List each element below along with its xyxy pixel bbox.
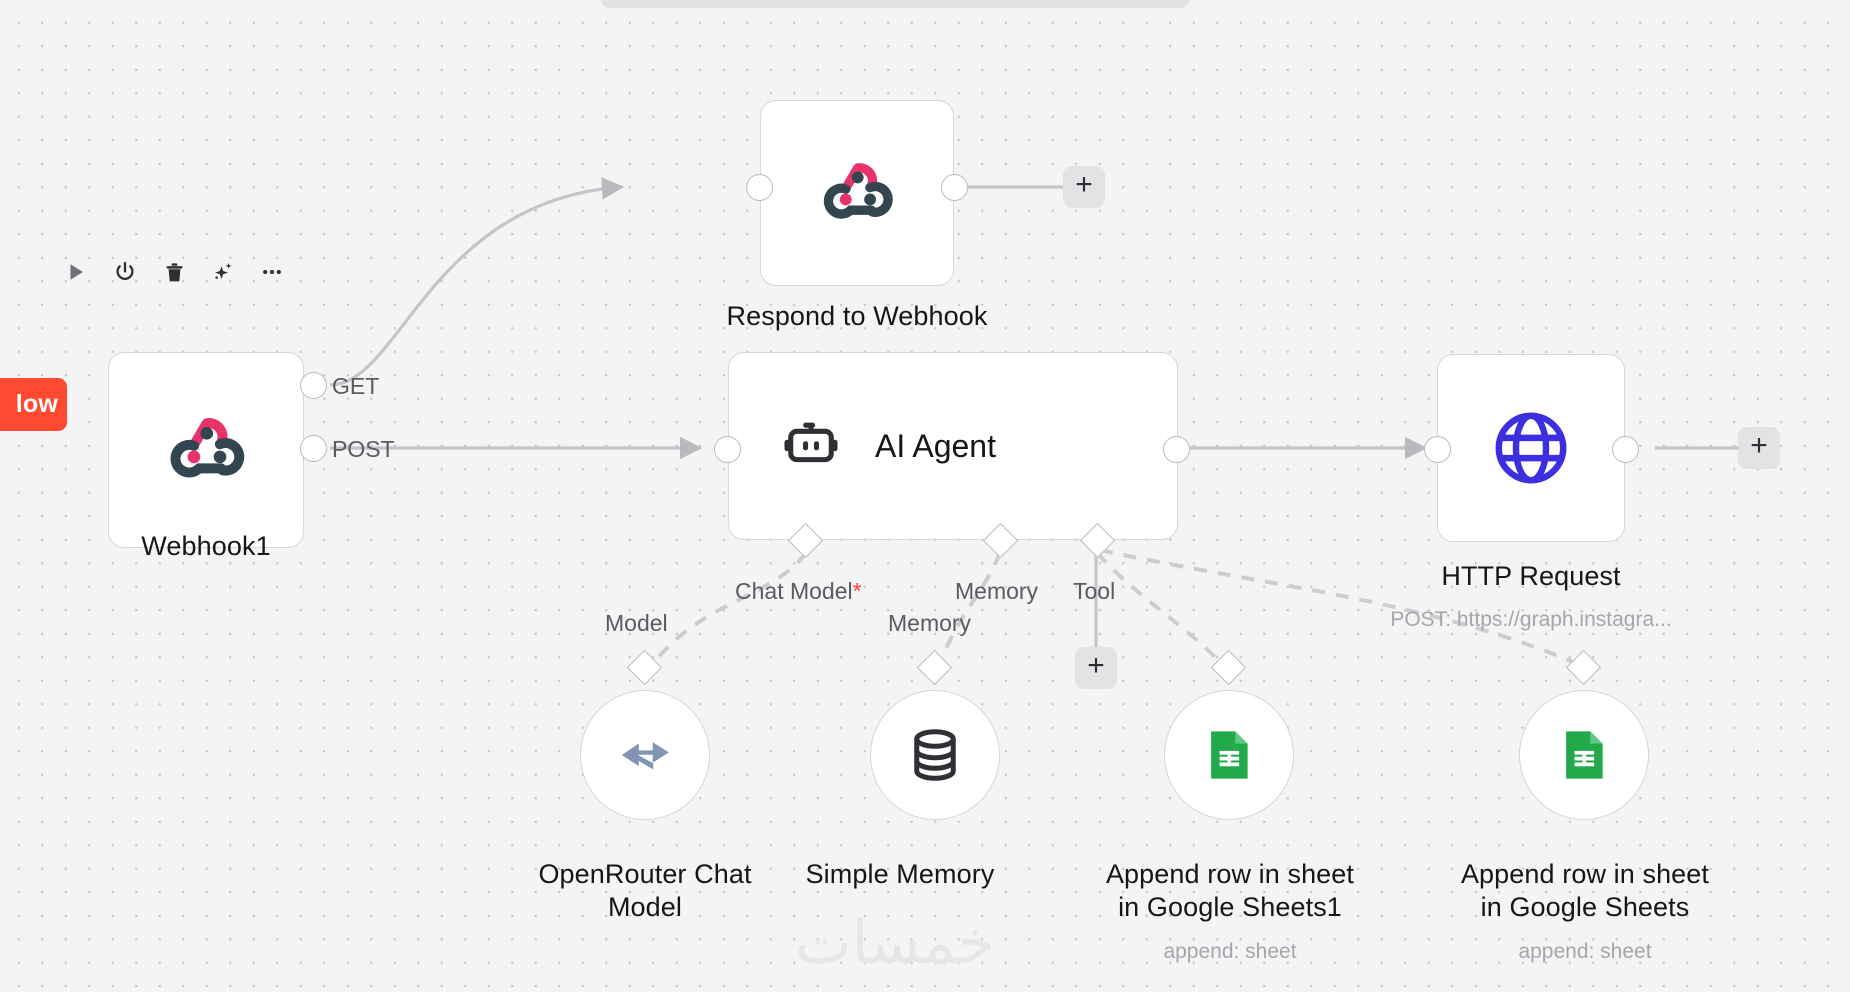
node-http-request[interactable]: [1437, 354, 1625, 542]
node-openrouter-chat-model[interactable]: [580, 690, 710, 820]
simple-memory-connector-label: Memory: [888, 610, 972, 636]
globe-icon: [1495, 412, 1567, 484]
webhook1-output-post[interactable]: [300, 435, 327, 462]
openrouter-title-line2: Model: [607, 891, 683, 922]
node-webhook1[interactable]: [108, 352, 304, 548]
robot-icon: [784, 422, 838, 463]
node-toolbar[interactable]: [63, 252, 285, 292]
google-sheets-title-line1: Append row in sheet: [1460, 859, 1710, 889]
ellipsis-icon[interactable]: [259, 259, 285, 285]
simple-memory-title: Simple Memory: [805, 859, 995, 889]
play-icon[interactable]: [63, 259, 89, 285]
google-sheets-top-connector[interactable]: [1565, 649, 1602, 686]
respond-to-webhook-output[interactable]: [941, 174, 968, 201]
respond-to-webhook-title: Respond to Webhook: [726, 301, 988, 331]
google-sheets-icon: [1211, 731, 1248, 779]
power-icon[interactable]: [112, 259, 138, 285]
top-panel-stub: [600, 0, 1190, 8]
google-sheets1-subtitle: append: sheet: [1163, 940, 1297, 963]
simple-memory-top-connector[interactable]: [916, 649, 953, 686]
chat-model-label: Chat Model*: [735, 578, 862, 605]
openrouter-title: OpenRouter Chat Model: [495, 858, 795, 924]
openrouter-icon: [621, 742, 669, 770]
node-google-sheets1[interactable]: [1164, 690, 1294, 820]
add-node-after-http-button[interactable]: +: [1738, 427, 1780, 469]
webhook1-get-label: GET: [332, 373, 380, 399]
sparkle-icon[interactable]: [210, 259, 236, 285]
google-sheets-icon: [1566, 731, 1603, 779]
workflow-action-button[interactable]: low: [0, 378, 67, 431]
trash-icon[interactable]: [161, 259, 187, 285]
http-request-output[interactable]: [1612, 436, 1639, 463]
webhook-icon: [170, 418, 245, 478]
plus-icon: +: [1075, 168, 1093, 201]
ai-agent-input[interactable]: [714, 436, 741, 463]
chat-model-label-text: Chat Model: [735, 578, 853, 604]
workflow-action-label: low: [15, 390, 58, 418]
plus-icon: +: [1750, 429, 1768, 462]
google-sheets1-top-connector[interactable]: [1210, 649, 1247, 686]
google-sheets-title-line2: in Google Sheets: [1480, 891, 1690, 922]
webhook1-title: Webhook1: [141, 531, 271, 561]
tool-connector-label: Tool: [1073, 578, 1116, 604]
node-ai-agent[interactable]: AI Agent: [728, 352, 1178, 540]
database-icon: [914, 729, 956, 781]
node-simple-memory[interactable]: [870, 690, 1000, 820]
http-request-subtitle: POST: https://graph.instagra...: [1390, 608, 1672, 631]
webhook-icon: [823, 163, 893, 219]
http-request-input[interactable]: [1424, 436, 1451, 463]
http-request-title: HTTP Request: [1441, 561, 1621, 591]
google-sheets-title: Append row in sheet in Google Sheets: [1420, 858, 1750, 924]
openrouter-top-connector[interactable]: [626, 649, 663, 686]
openrouter-title-line1: OpenRouter Chat: [538, 859, 752, 889]
add-tool-button[interactable]: +: [1075, 647, 1117, 689]
webhook1-output-get[interactable]: [300, 372, 327, 399]
google-sheets-subtitle: append: sheet: [1518, 940, 1652, 963]
required-asterisk: *: [852, 578, 862, 604]
node-google-sheets[interactable]: [1519, 690, 1649, 820]
node-respond-to-webhook[interactable]: [760, 100, 954, 286]
google-sheets1-title-line2: in Google Sheets1: [1118, 891, 1342, 922]
watermark-text: خمسات: [795, 908, 996, 978]
openrouter-connector-label: Model: [605, 610, 668, 636]
ai-agent-output[interactable]: [1163, 436, 1190, 463]
google-sheets1-title-line1: Append row in sheet: [1105, 859, 1355, 889]
memory-connector-label: Memory: [955, 578, 1039, 604]
respond-to-webhook-input[interactable]: [746, 174, 773, 201]
google-sheets1-title: Append row in sheet in Google Sheets1: [1065, 858, 1395, 924]
webhook1-post-label: POST: [332, 436, 395, 462]
ai-agent-label: AI Agent: [875, 427, 996, 464]
plus-icon: +: [1087, 649, 1105, 682]
add-node-after-respond-button[interactable]: +: [1063, 166, 1105, 208]
